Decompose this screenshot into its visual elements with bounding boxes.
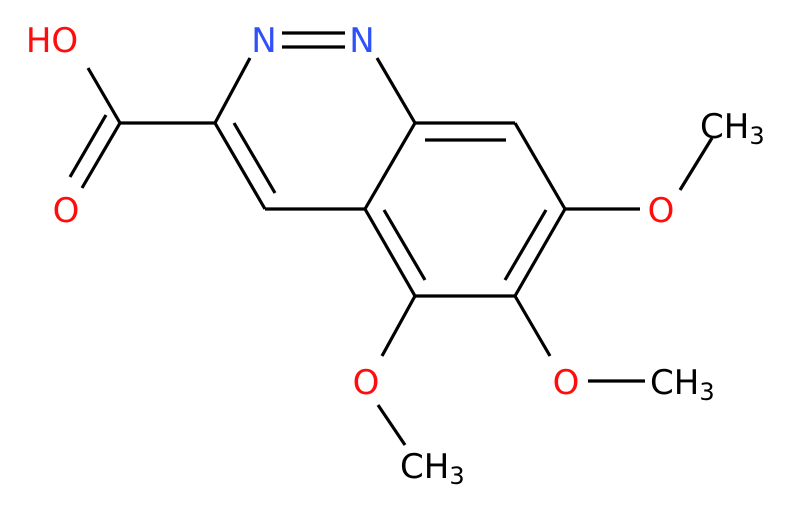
bond-c5-o: [380, 295, 417, 357]
atom-methyl-6: CH3: [650, 363, 715, 406]
atom-methyl-5: CH3: [400, 447, 465, 490]
atom-labels: N N HO O O CH3 O CH3 O CH3: [26, 21, 765, 490]
bond-c6-o: [513, 295, 552, 357]
bond-c8-c7: [513, 122, 567, 210]
methyl-6-subscript: 3: [699, 378, 714, 406]
bond-c8a-n1: [375, 57, 417, 124]
atom-o5: O: [353, 363, 380, 403]
bond-o7-me: [678, 137, 714, 191]
bonds: [68, 31, 714, 446]
bond-c7-c6-inner: [503, 209, 548, 281]
bond-c3-c4: [213, 122, 267, 210]
atom-hydroxyl: HO: [26, 21, 78, 61]
bond-c-oh: [86, 67, 122, 124]
bond-c5-c4a: [363, 208, 417, 297]
atom-o7: O: [648, 191, 675, 231]
atom-n1: N: [349, 21, 374, 61]
bond-c5-c4a-inner: [382, 209, 427, 281]
bond-c-o-2: [68, 114, 108, 178]
methyl-6-text: CH: [650, 363, 699, 403]
atom-o6: O: [553, 363, 580, 403]
atom-carbonyl-o: O: [53, 191, 80, 231]
bond-o5-me: [376, 404, 407, 446]
bond-n2-c3: [213, 57, 252, 124]
bond-c3-c4-inner: [232, 122, 277, 194]
methyl-7-text: CH: [700, 107, 749, 147]
bond-c4a-c8a: [363, 122, 417, 210]
methyl-5-subscript: 3: [449, 462, 464, 490]
methyl-5-text: CH: [400, 447, 449, 487]
bond-c-o-1: [80, 122, 122, 189]
atom-n2: N: [251, 21, 276, 61]
atom-methyl-7: CH3: [700, 107, 765, 150]
bond-c7-c6: [513, 208, 567, 297]
methyl-7-subscript: 3: [749, 122, 764, 150]
